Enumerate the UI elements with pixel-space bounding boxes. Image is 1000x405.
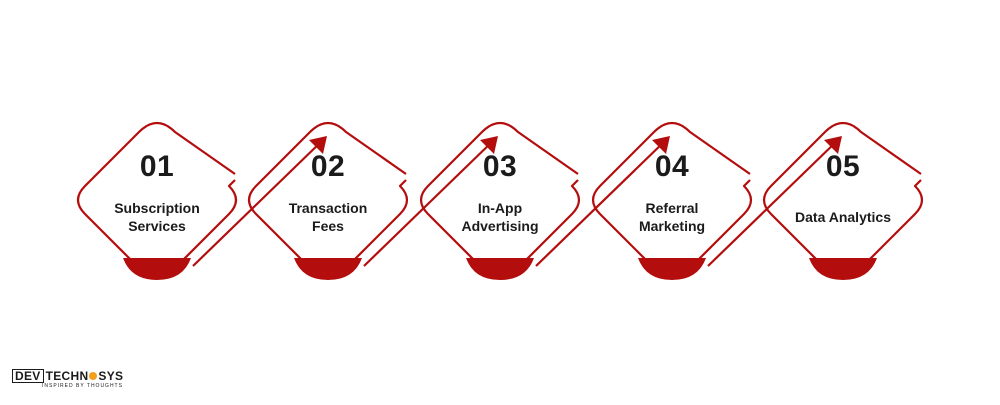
arrowhead-icon: [652, 136, 670, 154]
arrowhead-icon: [309, 136, 327, 154]
diamond-outline: [247, 121, 409, 279]
step-bowl: [809, 258, 877, 280]
step-number: 01: [139, 150, 175, 183]
step-number: 05: [825, 150, 861, 183]
step-number: 03: [482, 150, 518, 183]
connector-arrow-line: [707, 137, 841, 267]
step-label-line: Subscription: [114, 200, 200, 216]
arrowhead-icon: [824, 136, 842, 154]
step-label-line: In-App: [477, 200, 523, 216]
logo-sys: SYS: [98, 369, 124, 383]
step-bowl: [466, 258, 534, 280]
logo-techn: TECHN: [45, 369, 89, 383]
step-label-line: Fees: [312, 218, 344, 234]
step-bowl: [294, 258, 362, 280]
diamond-outline: [591, 121, 753, 279]
logo-wordmark: DEV TECHN SYS: [12, 369, 123, 383]
step-bowl: [638, 258, 706, 280]
step-label: In-App Advertising: [425, 199, 575, 235]
diamond-outline: [419, 121, 581, 279]
step-label-line: Referral: [645, 200, 699, 216]
step-label: Data Analytics: [768, 208, 918, 226]
diamond-outline: [76, 121, 238, 279]
devtechnosys-logo: DEV TECHN SYS INSPIRED BY THOUGHTS: [12, 369, 142, 391]
step-label-line: Data Analytics: [795, 209, 891, 225]
step-label-line: Services: [128, 218, 186, 234]
step-bowl: [123, 258, 191, 280]
step-label: Transaction Fees: [253, 199, 403, 235]
step-label-line: Advertising: [461, 218, 539, 234]
connector-arrow-line: [192, 137, 326, 267]
logo-dot-icon: [89, 372, 98, 380]
diamond-outline: [762, 121, 924, 279]
step-label-line: Marketing: [638, 218, 706, 234]
logo-tagline: INSPIRED BY THOUGHTS: [42, 383, 123, 389]
logo-dev: DEV: [12, 369, 44, 383]
connector-arrow-line: [535, 137, 669, 267]
step-label: Subscription Services: [82, 199, 232, 235]
step-label: Referral Marketing: [597, 199, 747, 235]
arrowhead-icon: [480, 136, 498, 154]
step-number: 02: [310, 150, 346, 183]
step-number: 04: [654, 150, 690, 183]
step-label-line: Transaction: [288, 200, 368, 216]
connector-arrow-line: [363, 137, 497, 267]
